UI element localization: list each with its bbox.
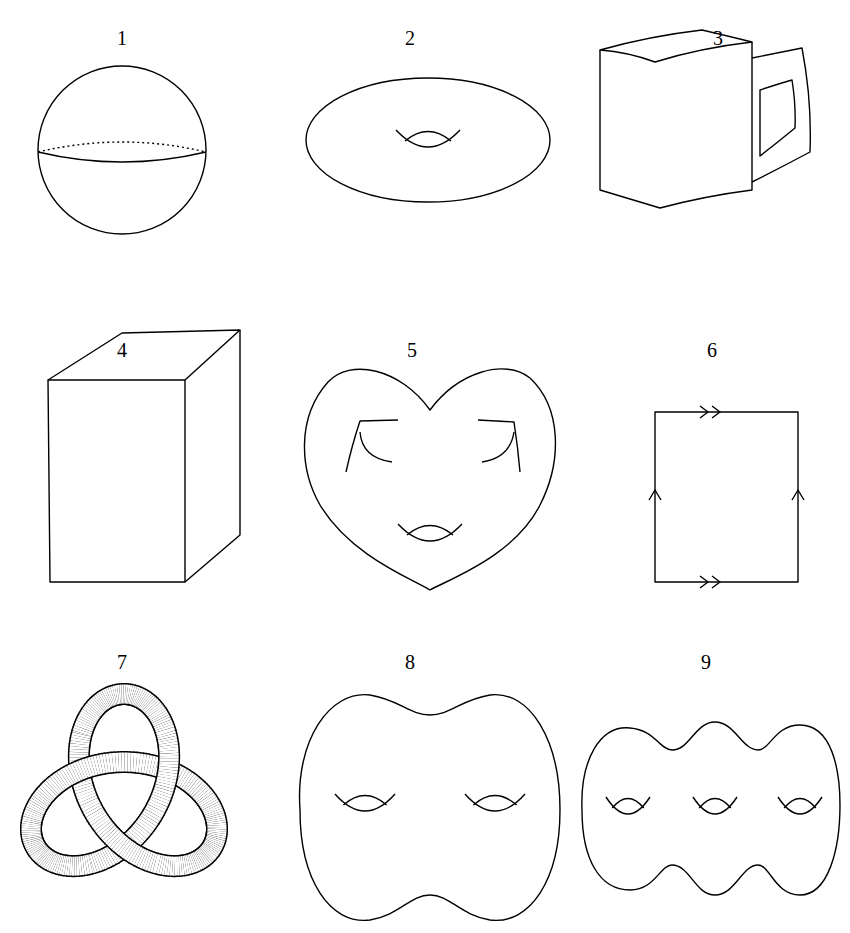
hole-rim [405, 132, 451, 142]
callout-number: 3 [713, 28, 723, 48]
hole-rim [693, 797, 737, 814]
hole-rim [343, 796, 386, 806]
callout-number: 2 [405, 28, 415, 48]
callout-number: 4 [117, 340, 127, 360]
callout-number: 9 [701, 652, 711, 672]
sphere [38, 66, 206, 234]
triple-torus [582, 722, 840, 895]
tube-edge [165, 730, 166, 733]
hole-rim [699, 799, 731, 809]
hole-rim [398, 524, 462, 541]
hole-rim [778, 797, 822, 814]
callout-number: 8 [405, 652, 415, 672]
tube-edge [155, 852, 159, 875]
hole-rim [606, 797, 650, 814]
hole-rim [407, 526, 453, 536]
torus [306, 78, 550, 202]
knotted-tube [31, 694, 217, 866]
double-torus [300, 695, 560, 921]
callout-number: 5 [407, 340, 417, 360]
callout-number: 6 [707, 340, 717, 360]
hole-rim [396, 130, 460, 147]
hole-rim [473, 796, 516, 806]
tube-body [165, 730, 166, 733]
hole-rim [784, 799, 816, 809]
hole-rim [335, 794, 395, 811]
hole-rim [612, 799, 644, 809]
tube-body [48, 789, 51, 792]
callout-number: 1 [117, 28, 127, 48]
surface-holes [335, 130, 822, 814]
tube-body [155, 854, 159, 874]
tube-edge [48, 789, 51, 792]
three-holed-surface [304, 369, 555, 590]
mug [600, 30, 810, 208]
cube [48, 330, 240, 582]
identification-square [649, 406, 804, 588]
hole-rim [465, 794, 525, 811]
callout-number: 7 [117, 652, 127, 672]
